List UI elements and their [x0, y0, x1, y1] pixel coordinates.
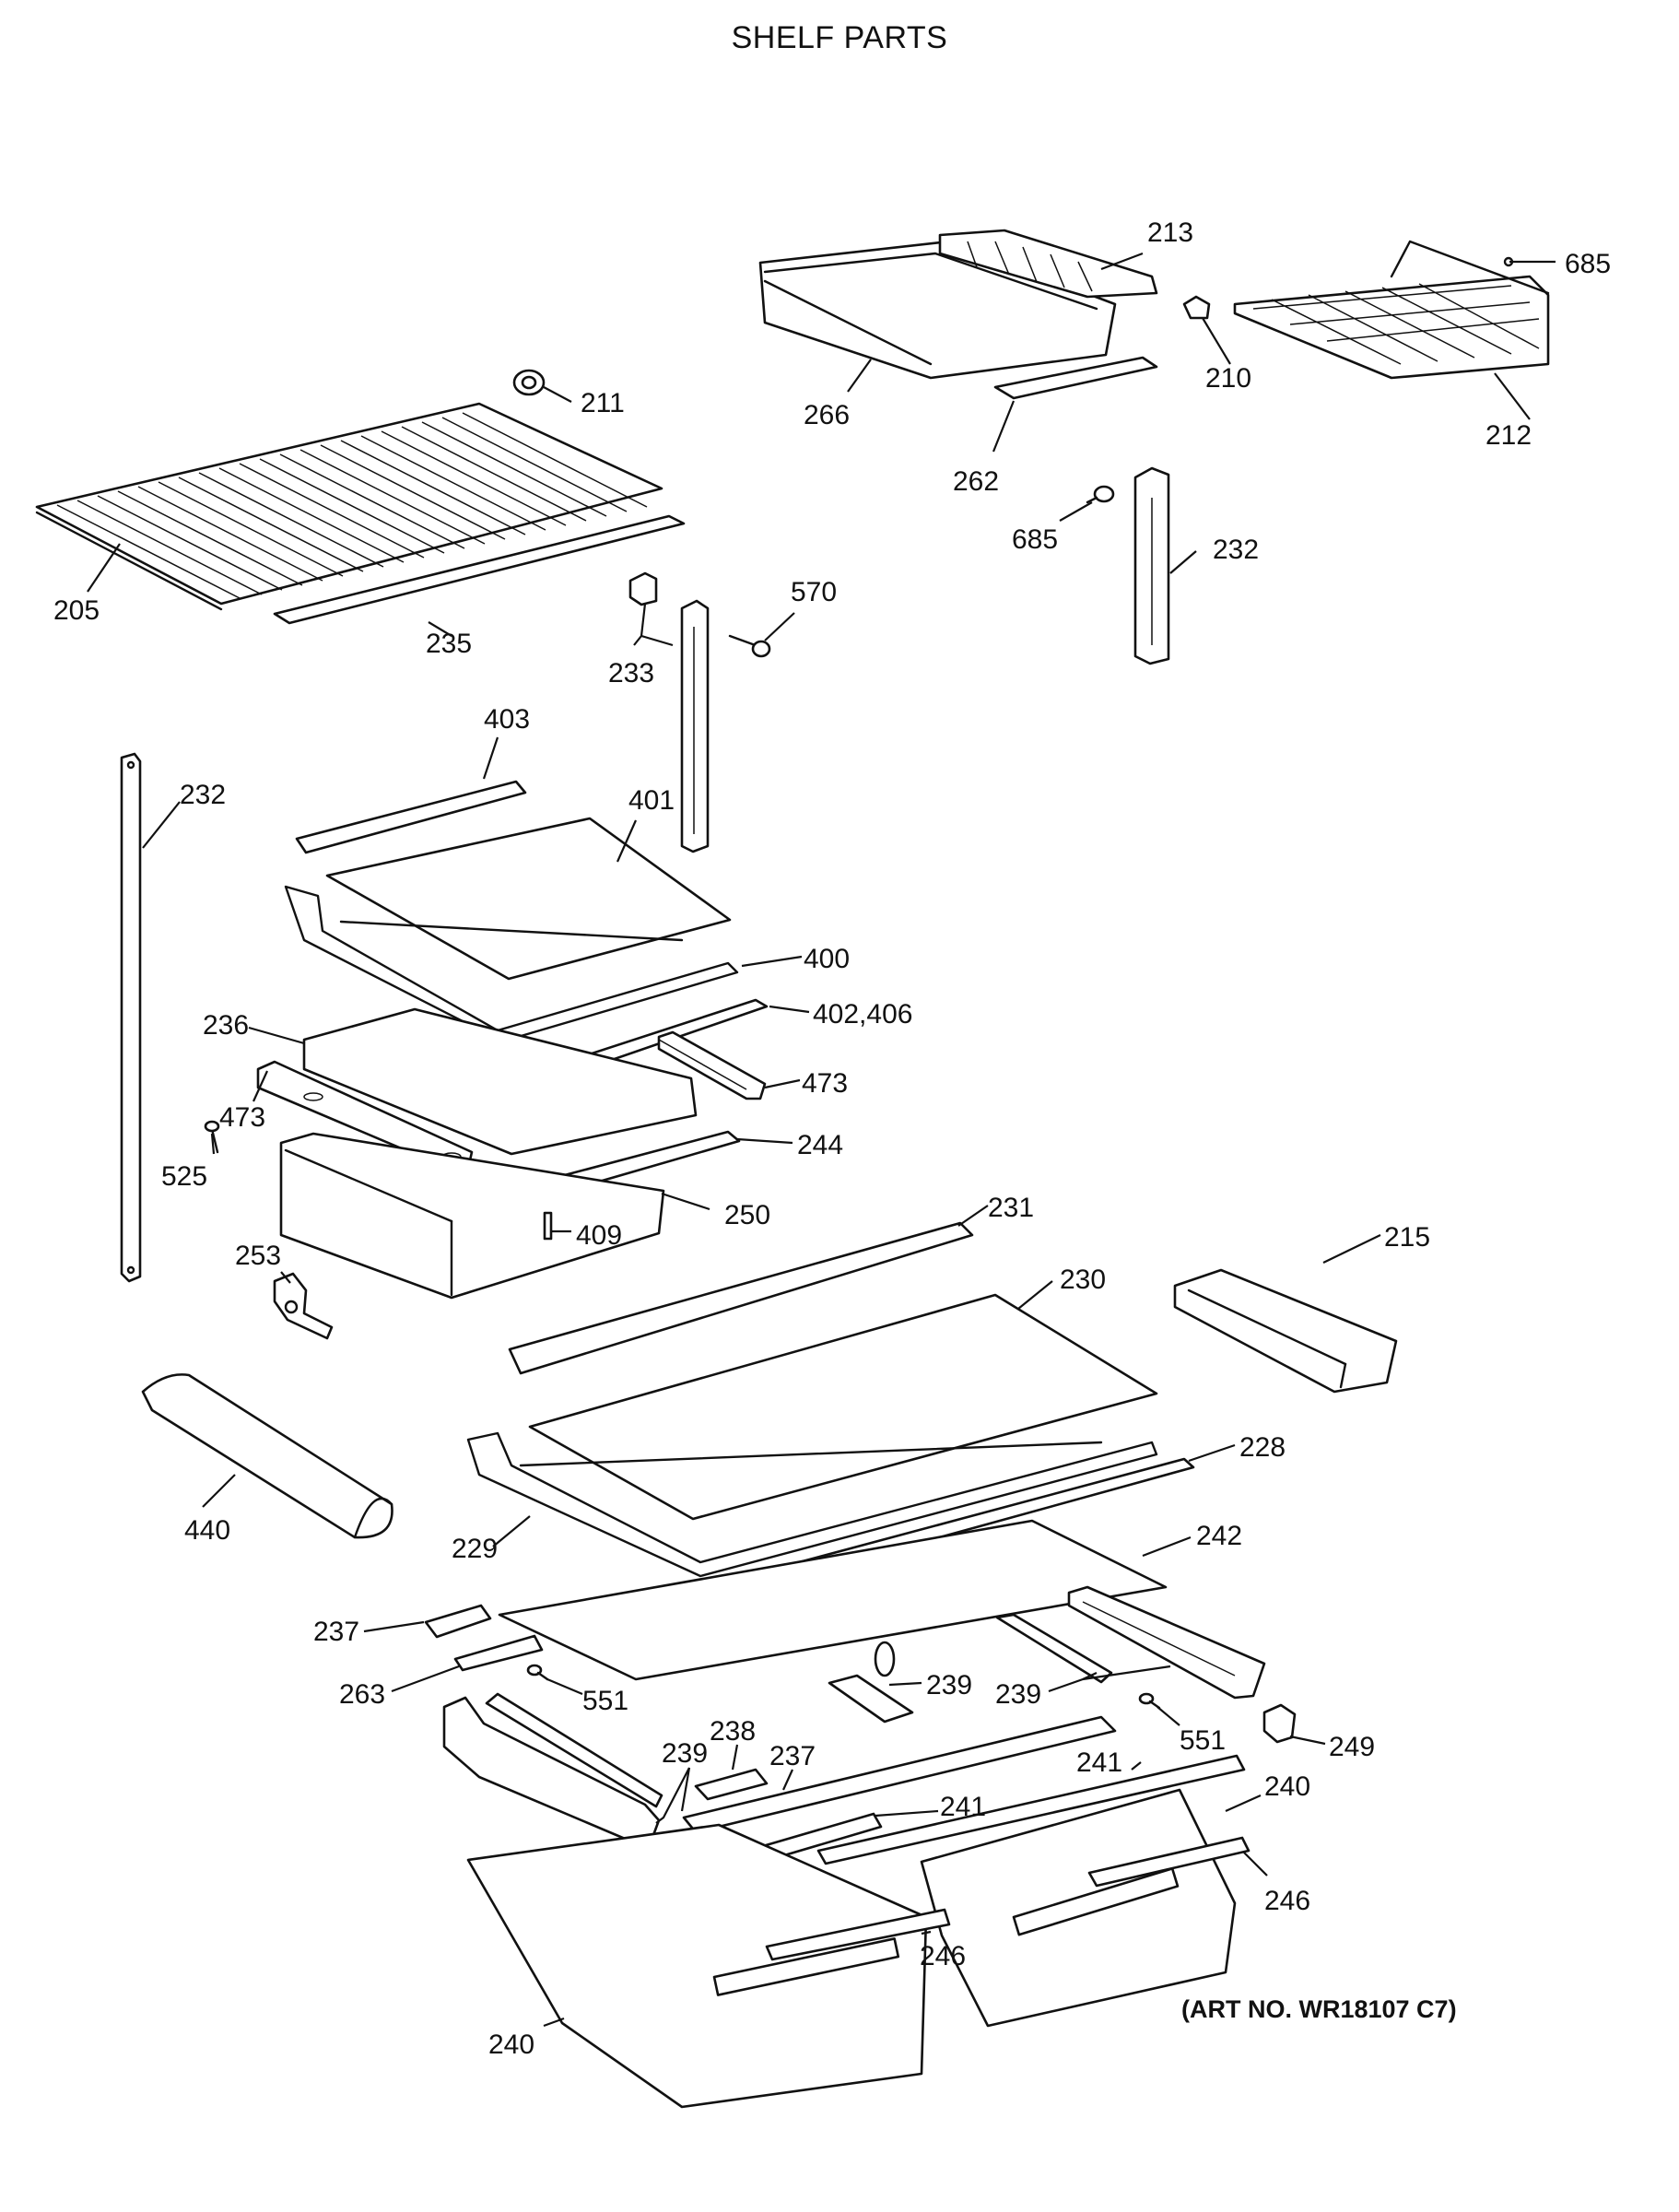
- crisper-drawer-240-left: [466, 1823, 928, 2109]
- pan-rail-262: [993, 356, 1158, 400]
- callout-213: 213: [1147, 218, 1193, 248]
- shelf-trim-235: [273, 514, 686, 625]
- callout-211: 211: [581, 388, 625, 418]
- callout-440: 440: [184, 1515, 230, 1546]
- callout-236: 236: [203, 1010, 249, 1041]
- art-number: (ART NO. WR18107 C7): [1181, 1995, 1457, 2023]
- callout-403: 403: [484, 704, 530, 735]
- callout-250: 250: [724, 1200, 770, 1230]
- callout-240: 240: [1264, 1771, 1310, 1802]
- callout-242: 242: [1196, 1521, 1242, 1551]
- glass-shelf-401: [325, 817, 732, 981]
- ice-tray-213: [938, 229, 1158, 299]
- wire-shelf-205: [35, 402, 663, 611]
- crisper-frame-left: [442, 1692, 663, 1847]
- callout-241: 241: [940, 1792, 986, 1822]
- callout-235: 235: [426, 629, 472, 659]
- leader-lines: [87, 252, 1556, 2028]
- callout-238: 238: [710, 1716, 756, 1747]
- callout-241: 241: [1076, 1747, 1122, 1778]
- cover-support-237-left: [424, 1604, 492, 1639]
- callout-266: 266: [804, 400, 850, 430]
- bracket-253: [273, 1272, 334, 1340]
- label-409: [543, 1211, 553, 1241]
- callout-210: 210: [1205, 363, 1251, 394]
- crisper-cover-242: [498, 1519, 1168, 1681]
- screw-570: [728, 634, 771, 658]
- crisper-rail-241-right: [816, 1754, 1246, 1865]
- callout-473: 473: [802, 1068, 848, 1099]
- slide-239-center: [828, 1641, 914, 1724]
- callout-231: 231: [988, 1193, 1034, 1223]
- drawer-250: [279, 1132, 665, 1300]
- diagram-title: SHELF PARTS: [731, 20, 948, 55]
- handle-246-left: [765, 1908, 951, 1961]
- callout-labels: 213 685 211 210 266 212 262 685 232 570 …: [53, 218, 1611, 2060]
- callout-402-406: 402,406: [813, 999, 912, 1030]
- callout-253: 253: [235, 1241, 281, 1271]
- shelf-frame-400: [284, 885, 739, 1043]
- support-263: [453, 1634, 544, 1672]
- crisper-drawer-240-right: [920, 1788, 1237, 2028]
- bracket-210: [1182, 295, 1211, 320]
- callout-246: 246: [920, 1941, 966, 1971]
- callout-228: 228: [1239, 1432, 1286, 1463]
- callout-237: 237: [769, 1741, 816, 1771]
- screw-525: [204, 1120, 220, 1154]
- callout-205: 205: [53, 595, 100, 626]
- callout-409: 409: [576, 1220, 622, 1251]
- shelf-rail-center: [680, 599, 710, 853]
- callout-230: 230: [1060, 1265, 1106, 1295]
- shelf-frame-229: [466, 1431, 1158, 1578]
- callout-244: 244: [797, 1130, 843, 1160]
- callout-215: 215: [1384, 1222, 1430, 1253]
- handle-246-right: [1087, 1836, 1250, 1888]
- callout-232: 232: [180, 780, 226, 810]
- callout-570: 570: [791, 577, 837, 607]
- divider-238: [694, 1768, 769, 1801]
- callout-685: 685: [1565, 249, 1611, 279]
- shelf-rail-232-left: [120, 752, 142, 1283]
- screw-551-right: [1138, 1692, 1161, 1710]
- callout-249: 249: [1329, 1732, 1375, 1762]
- callout-232: 232: [1213, 535, 1259, 565]
- deflector-440: [141, 1373, 393, 1539]
- glass-shelf-230: [528, 1293, 1158, 1521]
- grommet-211: [512, 369, 546, 396]
- callout-473: 473: [219, 1102, 265, 1133]
- callout-262: 262: [953, 466, 999, 497]
- screw-685: [1086, 485, 1115, 504]
- callout-239: 239: [926, 1670, 972, 1700]
- cover-support-237: [682, 1715, 1117, 1834]
- callout-551: 551: [582, 1686, 628, 1716]
- clip-233: [628, 571, 658, 606]
- callout-239: 239: [995, 1679, 1041, 1710]
- callout-400: 400: [804, 944, 850, 974]
- door-bin-215: [1173, 1268, 1398, 1394]
- callout-229: 229: [452, 1534, 498, 1564]
- callout-239: 239: [662, 1738, 708, 1769]
- callout-401: 401: [628, 785, 675, 816]
- freezer-shelf-212: [1233, 240, 1550, 380]
- callout-525: 525: [161, 1161, 207, 1192]
- callout-246: 246: [1264, 1886, 1310, 1916]
- callout-685: 685: [1012, 524, 1058, 555]
- shelf-rail-403: [295, 780, 527, 854]
- screw-551-left: [526, 1664, 549, 1681]
- callout-237: 237: [313, 1617, 359, 1647]
- shelf-rail-232-right: [1133, 466, 1170, 665]
- callout-233: 233: [608, 658, 654, 688]
- callout-551: 551: [1180, 1725, 1226, 1756]
- shelf-rail-231: [508, 1221, 974, 1375]
- callout-240: 240: [488, 2030, 534, 2060]
- drawer-slide-473-right: [657, 1030, 767, 1100]
- drawer-shelf-236: [302, 1007, 698, 1156]
- slide-239-right: [995, 1613, 1113, 1684]
- callout-212: 212: [1485, 420, 1532, 451]
- crisper-frame-right: [1067, 1585, 1266, 1700]
- callout-263: 263: [339, 1679, 385, 1710]
